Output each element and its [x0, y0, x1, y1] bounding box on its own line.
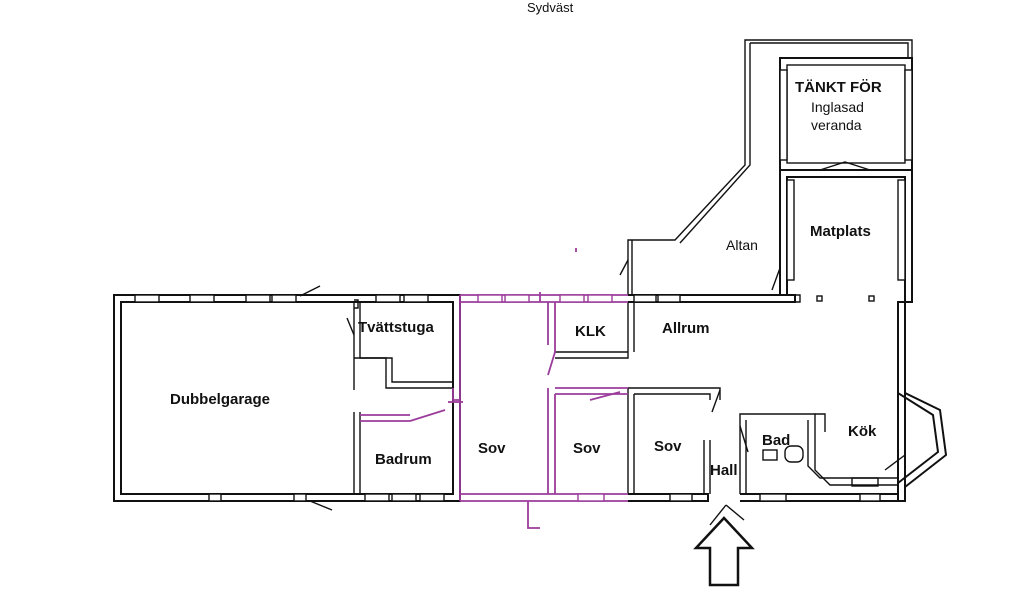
- room-label-veranda-line2: veranda: [811, 117, 862, 133]
- room-label-sov-2: Sov: [573, 440, 601, 457]
- room-label-klk: KLK: [575, 323, 606, 340]
- room-label-allrum: Allrum: [662, 320, 710, 337]
- interior-walls: [299, 161, 906, 526]
- room-label-tvattstuga: Tvättstuga: [358, 319, 435, 336]
- room-label-dubbelgarage: Dubbelgarage: [170, 391, 270, 408]
- compass-label: Sydväst: [527, 0, 574, 15]
- room-label-badrum: Badrum: [375, 451, 432, 468]
- arrow-up-icon: [693, 516, 755, 587]
- windows: [120, 69, 913, 502]
- room-label-veranda-line1: Inglasad: [811, 99, 864, 115]
- room-label-altan: Altan: [726, 237, 758, 253]
- room-label-matplats: Matplats: [810, 223, 871, 240]
- room-label-kok: Kök: [848, 423, 877, 440]
- room-label-sov-1: Sov: [478, 440, 506, 457]
- new-walls: [360, 248, 628, 529]
- room-label-sov-3: Sov: [654, 438, 682, 455]
- room-label-veranda-title: TÄNKT FÖR: [795, 79, 882, 96]
- room-label-hall: Hall: [710, 462, 738, 479]
- room-label-bad: Bad: [762, 432, 790, 449]
